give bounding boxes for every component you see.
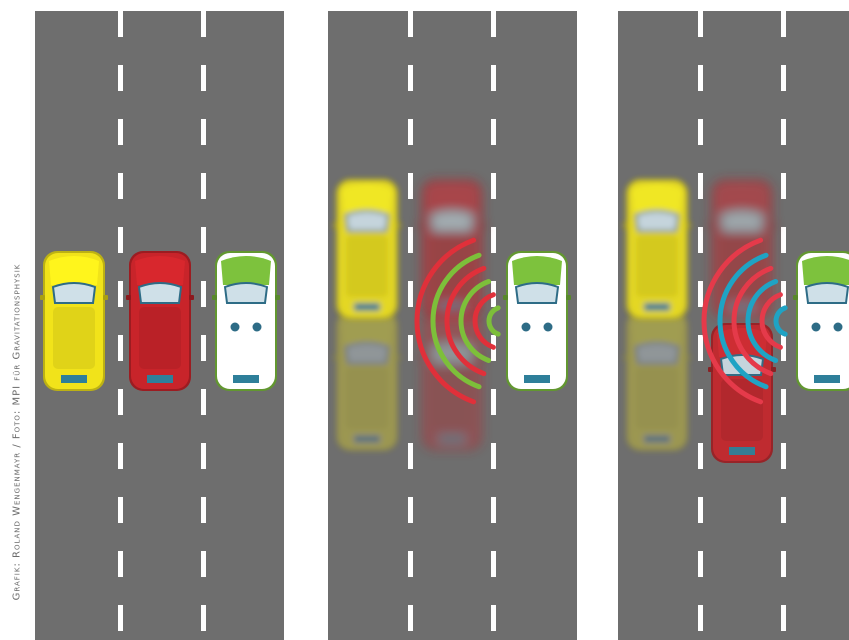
car-roof [806,307,848,369]
car-roof [139,307,181,369]
car-rear-window [354,303,380,311]
car-eye-left [812,323,821,332]
car-rear-window [439,435,465,443]
car-hood [717,184,767,213]
car-left-mirror [793,295,798,300]
car-eye-right [834,323,843,332]
car-right-mirror [481,223,486,228]
car-left-mirror [418,223,423,228]
car-left-mirror [623,223,628,228]
yellow-car [623,179,691,319]
car-left-mirror [40,295,45,300]
road-panel-moving-blue-scene [618,11,849,640]
car-left-mirror [503,295,508,300]
car-eye-right [544,323,553,332]
car-left-mirror [623,355,628,360]
car-hood [342,316,392,345]
car-hood [342,184,392,213]
car-left-mirror [212,295,217,300]
car-right-mirror [771,223,776,228]
car-windshield [516,283,558,303]
yellow-car-ghost-trail [623,311,691,451]
car-windshield [139,283,181,303]
car-windshield [721,211,763,231]
car-rear-window [729,447,755,455]
car-hood [632,184,682,213]
car-hood [632,316,682,345]
car-hood [427,184,477,213]
road-panel-static [35,11,284,640]
car-left-mirror [333,355,338,360]
car-windshield [225,283,267,303]
car-roof [53,307,95,369]
car-right-mirror [275,295,280,300]
car-right-mirror [189,295,194,300]
yellow-car [333,179,401,319]
car-rear-window [61,375,87,383]
car-windshield [636,343,678,363]
car-rear-window [524,375,550,383]
road-panel-moving-scene [328,11,577,640]
green-white-car [212,251,280,391]
road-panel-moving-green-waves [328,11,577,640]
car-windshield [431,211,473,231]
car-right-mirror [771,367,776,372]
photo-credit: Grafik: Roland Wengenmayr / Foto: MPI fü… [0,0,34,640]
car-rear-window [644,435,670,443]
car-rear-window [147,375,173,383]
car-windshield [806,283,848,303]
road-panel-moving-blue-waves [618,11,849,640]
car-windshield [53,283,95,303]
car-roof [721,379,763,441]
car-roof [516,307,558,369]
car-roof [346,235,388,297]
car-right-mirror [686,223,691,228]
car-eye-left [522,323,531,332]
car-windshield [636,211,678,231]
car-right-mirror [103,295,108,300]
car-hood [512,256,562,285]
green-white-car [503,251,571,391]
car-roof [636,235,678,297]
yellow-car [40,251,108,391]
yellow-car-ghost-trail [333,311,401,451]
car-windshield [346,211,388,231]
car-left-mirror [333,223,338,228]
car-rear-window [644,303,670,311]
car-right-mirror [566,295,571,300]
car-rear-window [354,435,380,443]
green-white-car [793,251,849,391]
wave-arc [776,308,785,334]
car-rear-window [233,375,259,383]
photo-credit-text: Grafik: Roland Wengenmayr / Foto: MPI fü… [12,264,23,601]
car-roof [225,307,267,369]
car-right-mirror [686,355,691,360]
car-left-mirror [126,295,131,300]
car-hood [221,256,271,285]
car-hood [802,256,849,285]
car-left-mirror [708,223,713,228]
car-eye-left [231,323,240,332]
wave-arc [489,308,498,334]
car-right-mirror [396,355,401,360]
car-roof [346,367,388,429]
car-right-mirror [396,223,401,228]
road-panel-static-scene [35,11,284,640]
car-left-mirror [708,367,713,372]
car-eye-right [253,323,262,332]
car-hood [135,256,185,285]
red-car [126,251,194,391]
car-hood [49,256,99,285]
car-rear-window [814,375,840,383]
car-windshield [346,343,388,363]
car-roof [636,367,678,429]
